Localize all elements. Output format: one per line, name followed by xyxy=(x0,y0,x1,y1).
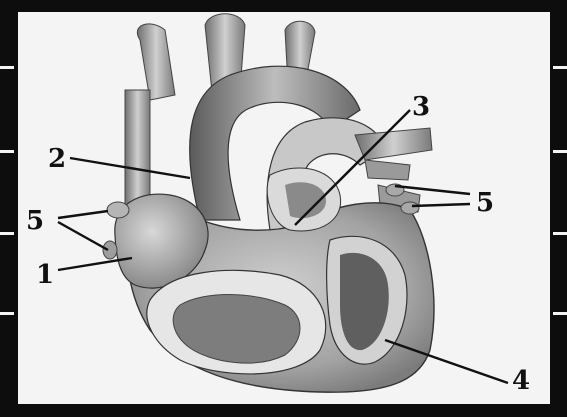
leader-line-5-left-a xyxy=(58,211,108,218)
label-1: 1 xyxy=(36,262,54,288)
label-3: 3 xyxy=(412,94,430,120)
label-2: 2 xyxy=(48,146,66,172)
label-5-right: 5 xyxy=(476,190,494,216)
leader-line-5-right-b xyxy=(412,204,470,206)
pulmonary-vein xyxy=(365,160,410,180)
superior-vena-cava xyxy=(125,90,150,210)
vessel-stub xyxy=(107,202,129,218)
label-4: 4 xyxy=(512,368,530,394)
vessel-stub xyxy=(401,202,419,214)
label-5-left: 5 xyxy=(26,208,44,234)
vessel-stub xyxy=(103,241,117,259)
leader-line-5-left-b xyxy=(58,222,108,250)
